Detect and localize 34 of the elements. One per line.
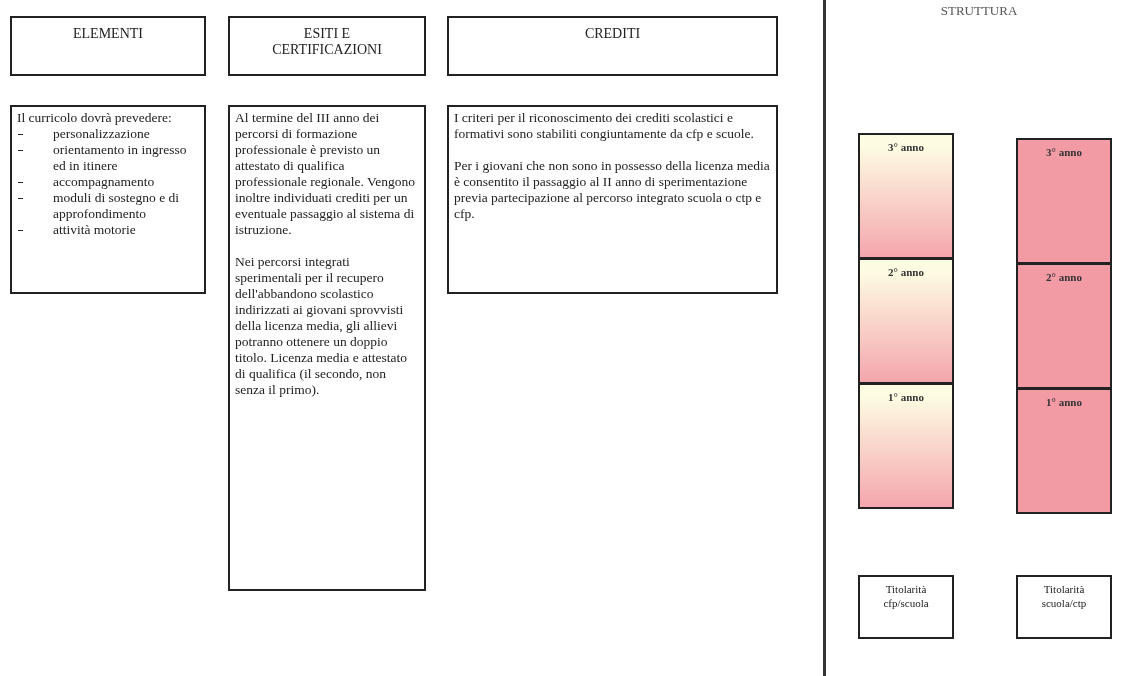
year-label: 2° anno (888, 266, 924, 278)
header-box (10, 16, 206, 76)
year-block (1016, 263, 1112, 389)
title-box (858, 575, 954, 639)
header-text: ELEMENTI (72, 26, 144, 42)
paragraph: Nei percorsi integrati sperimentali per il recupero dell'abbandono scolastico indirizzati ai giovani sprovvisti della licenza media, gli allievi potranno ottenere un doppio titolo. Licenza media e attestato di qualifica (il secondo, non senza il primo). (235, 254, 409, 398)
header-box (447, 16, 778, 76)
list-item: attività motorie (17, 222, 199, 238)
title-label: Titolarità scuola/ctp (1040, 582, 1088, 610)
title-box (1016, 575, 1112, 639)
year-block (1016, 138, 1112, 264)
paragraph: Per i giovani che non sono in possesso della licenza media è consentito il passaggio al II anno di sperimentazione previa partecipazione al percorso integrato scuola o ctp e cfp. (454, 158, 771, 222)
header-box (228, 16, 426, 76)
panel-title: STRUTTURA (939, 3, 1019, 19)
text-box (447, 105, 778, 294)
title-label: Titolarità cfp/scuola (882, 582, 930, 610)
year-block (858, 383, 954, 509)
list-item: personalizzazione (17, 126, 199, 142)
header-text: ESITI E CERTIFICAZIONI (271, 26, 383, 58)
paragraph: Al termine del III anno dei percorsi di formazione professionale è previsto un attestato di qualifica professionale regionale. Vengono inoltre individuati crediti per un eventuale passaggio al sistema di istruzione. (235, 110, 417, 238)
year-label: 2° anno (1046, 271, 1082, 283)
text-box (10, 105, 206, 294)
year-label: 1° anno (888, 391, 924, 403)
list-item: accompagnamento (17, 174, 199, 190)
header-text: CREDITI (583, 26, 642, 42)
intro-text: Il curricolo dovrà prevedere: (17, 110, 173, 126)
year-block (858, 258, 954, 384)
year-label: 1° anno (1046, 396, 1082, 408)
year-label: 3° anno (888, 141, 924, 153)
paragraph: I criteri per il riconoscimento dei crediti scolastici e formativi sono stabiliti congiuntamente da cfp e scuole. (454, 110, 755, 142)
year-block (1016, 388, 1112, 514)
year-label: 3° anno (1046, 146, 1082, 158)
text-box (228, 105, 426, 591)
year-block (858, 133, 954, 259)
